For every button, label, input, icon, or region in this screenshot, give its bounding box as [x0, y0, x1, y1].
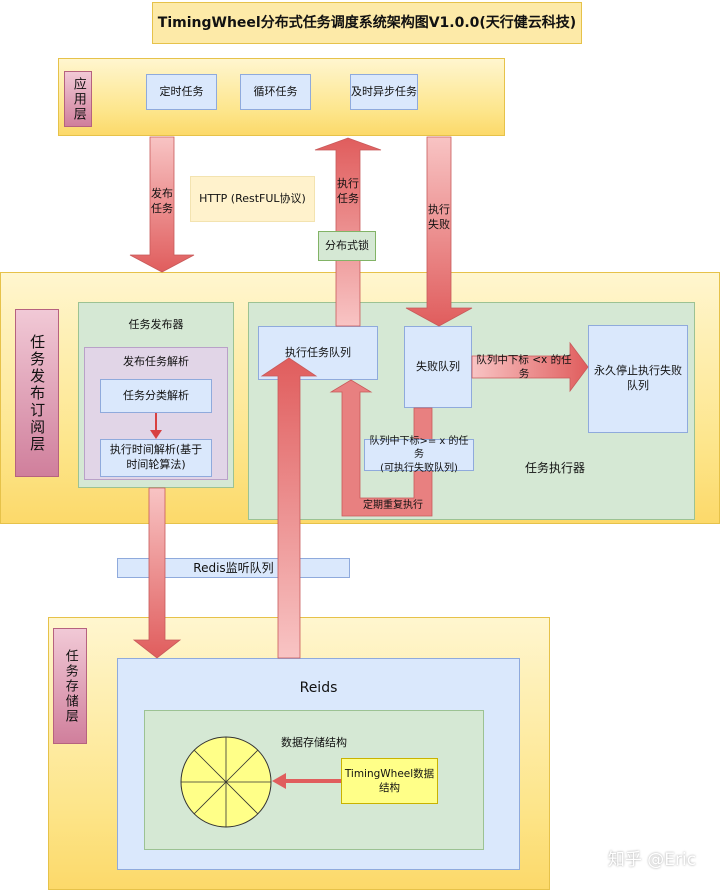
publish-arrow [129, 136, 195, 273]
fail-arrow-text: 执行失败 [428, 203, 450, 231]
to-stop-arrow [471, 341, 589, 393]
timingwheel-box: TimingWheel数据结构 [341, 758, 438, 804]
app-item-async-label: 及时异步任务 [351, 84, 417, 98]
classify-text: 任务分类解析 [123, 388, 189, 402]
storage-layer-label: 任务存储层 [53, 628, 87, 744]
reids-title-text: Reids [299, 679, 338, 696]
parse-title-text: 发布任务解析 [123, 354, 189, 368]
executor-title-text: 任务执行器 [524, 460, 585, 475]
tw-to-wheel-head [272, 773, 286, 789]
parse-title: 发布任务解析 [84, 352, 228, 372]
watermark-text: 知乎 @Eric [607, 849, 697, 870]
publish-arrow-text: 发布任务 [151, 187, 173, 215]
watermark: 知乎 @Eric [588, 846, 716, 874]
struct-title: 数据存储结构 [264, 734, 364, 752]
timingwheel-text: TimingWheel数据结构 [344, 767, 435, 794]
storage-layer-label-text: 任务存储层 [62, 648, 78, 724]
reids-title: Reids [117, 677, 520, 699]
executor-title: 任务执行器 [500, 458, 610, 478]
app-layer-label: 应用层 [64, 71, 92, 127]
publish-layer-label-text: 任务发布订阅层 [28, 333, 47, 453]
struct-title-text: 数据存储结构 [281, 735, 347, 749]
retry-text: 队列中下标>= x 的任务 (可执行失败队列) [369, 435, 469, 474]
app-layer-label-text: 应用层 [70, 76, 86, 122]
app-item-async: 及时异步任务 [350, 74, 418, 110]
redis-to-exec-arrow [260, 357, 318, 659]
lock-box: 分布式锁 [318, 231, 376, 261]
app-item-loop-label: 循环任务 [253, 84, 298, 98]
http-label: HTTP (RestFUL协议) [199, 191, 306, 205]
redis-queue-text: Redis监听队列 [193, 560, 274, 575]
time-parse-box: 执行时间解析(基于时间轮算法) [100, 439, 212, 477]
fail-arrow [405, 136, 473, 327]
publisher-title: 任务发布器 [78, 315, 234, 335]
fail-arrow-label: 执行失败 [422, 203, 456, 233]
classify-to-time-head [150, 430, 162, 439]
app-item-loop: 循环任务 [240, 74, 311, 110]
page-title: TimingWheel分布式任务调度系统架构图V1.0.0(天行健云科技) [157, 14, 577, 31]
publish-layer-label: 任务发布订阅层 [15, 309, 59, 477]
classify-box: 任务分类解析 [100, 379, 212, 413]
fail-queue-text: 失败队列 [416, 359, 460, 373]
periodic-label: 定期重复执行 [358, 498, 428, 514]
publish-arrow-label: 发布任务 [145, 187, 179, 217]
time-wheel [180, 736, 272, 828]
http-note: HTTP (RestFUL协议) [190, 176, 315, 222]
retry-label: 队列中下标>= x 的任务 (可执行失败队列) [364, 436, 474, 474]
publisher-title-text: 任务发布器 [128, 317, 184, 331]
lock-text: 分布式锁 [325, 238, 369, 252]
app-layer [58, 58, 505, 136]
exec-queue-text: 执行任务队列 [285, 345, 351, 359]
periodic-text: 定期重复执行 [363, 500, 423, 512]
execute-arrow-text: 执行任务 [337, 177, 359, 205]
title-box: TimingWheel分布式任务调度系统架构图V1.0.0(天行健云科技) [152, 2, 582, 44]
to-stop-text: 队列中下标 <x 的任务 [476, 353, 572, 380]
publisher-to-storage-arrow [132, 487, 182, 659]
execute-arrow-label: 执行任务 [331, 177, 365, 207]
fail-queue-box: 失败队列 [404, 326, 472, 408]
app-item-timed-label: 定时任务 [159, 84, 204, 98]
time-parse-text: 执行时间解析(基于时间轮算法) [109, 443, 203, 471]
stop-queue-text: 永久停止执行失败队列 [594, 364, 682, 392]
app-item-timed: 定时任务 [146, 74, 217, 110]
stop-queue-box: 永久停止执行失败队列 [588, 325, 688, 433]
exec-queue-box: 执行任务队列 [258, 326, 378, 380]
to-stop-label: 队列中下标 <x 的任务 [474, 354, 574, 380]
retry-loop-arrow [329, 379, 433, 517]
